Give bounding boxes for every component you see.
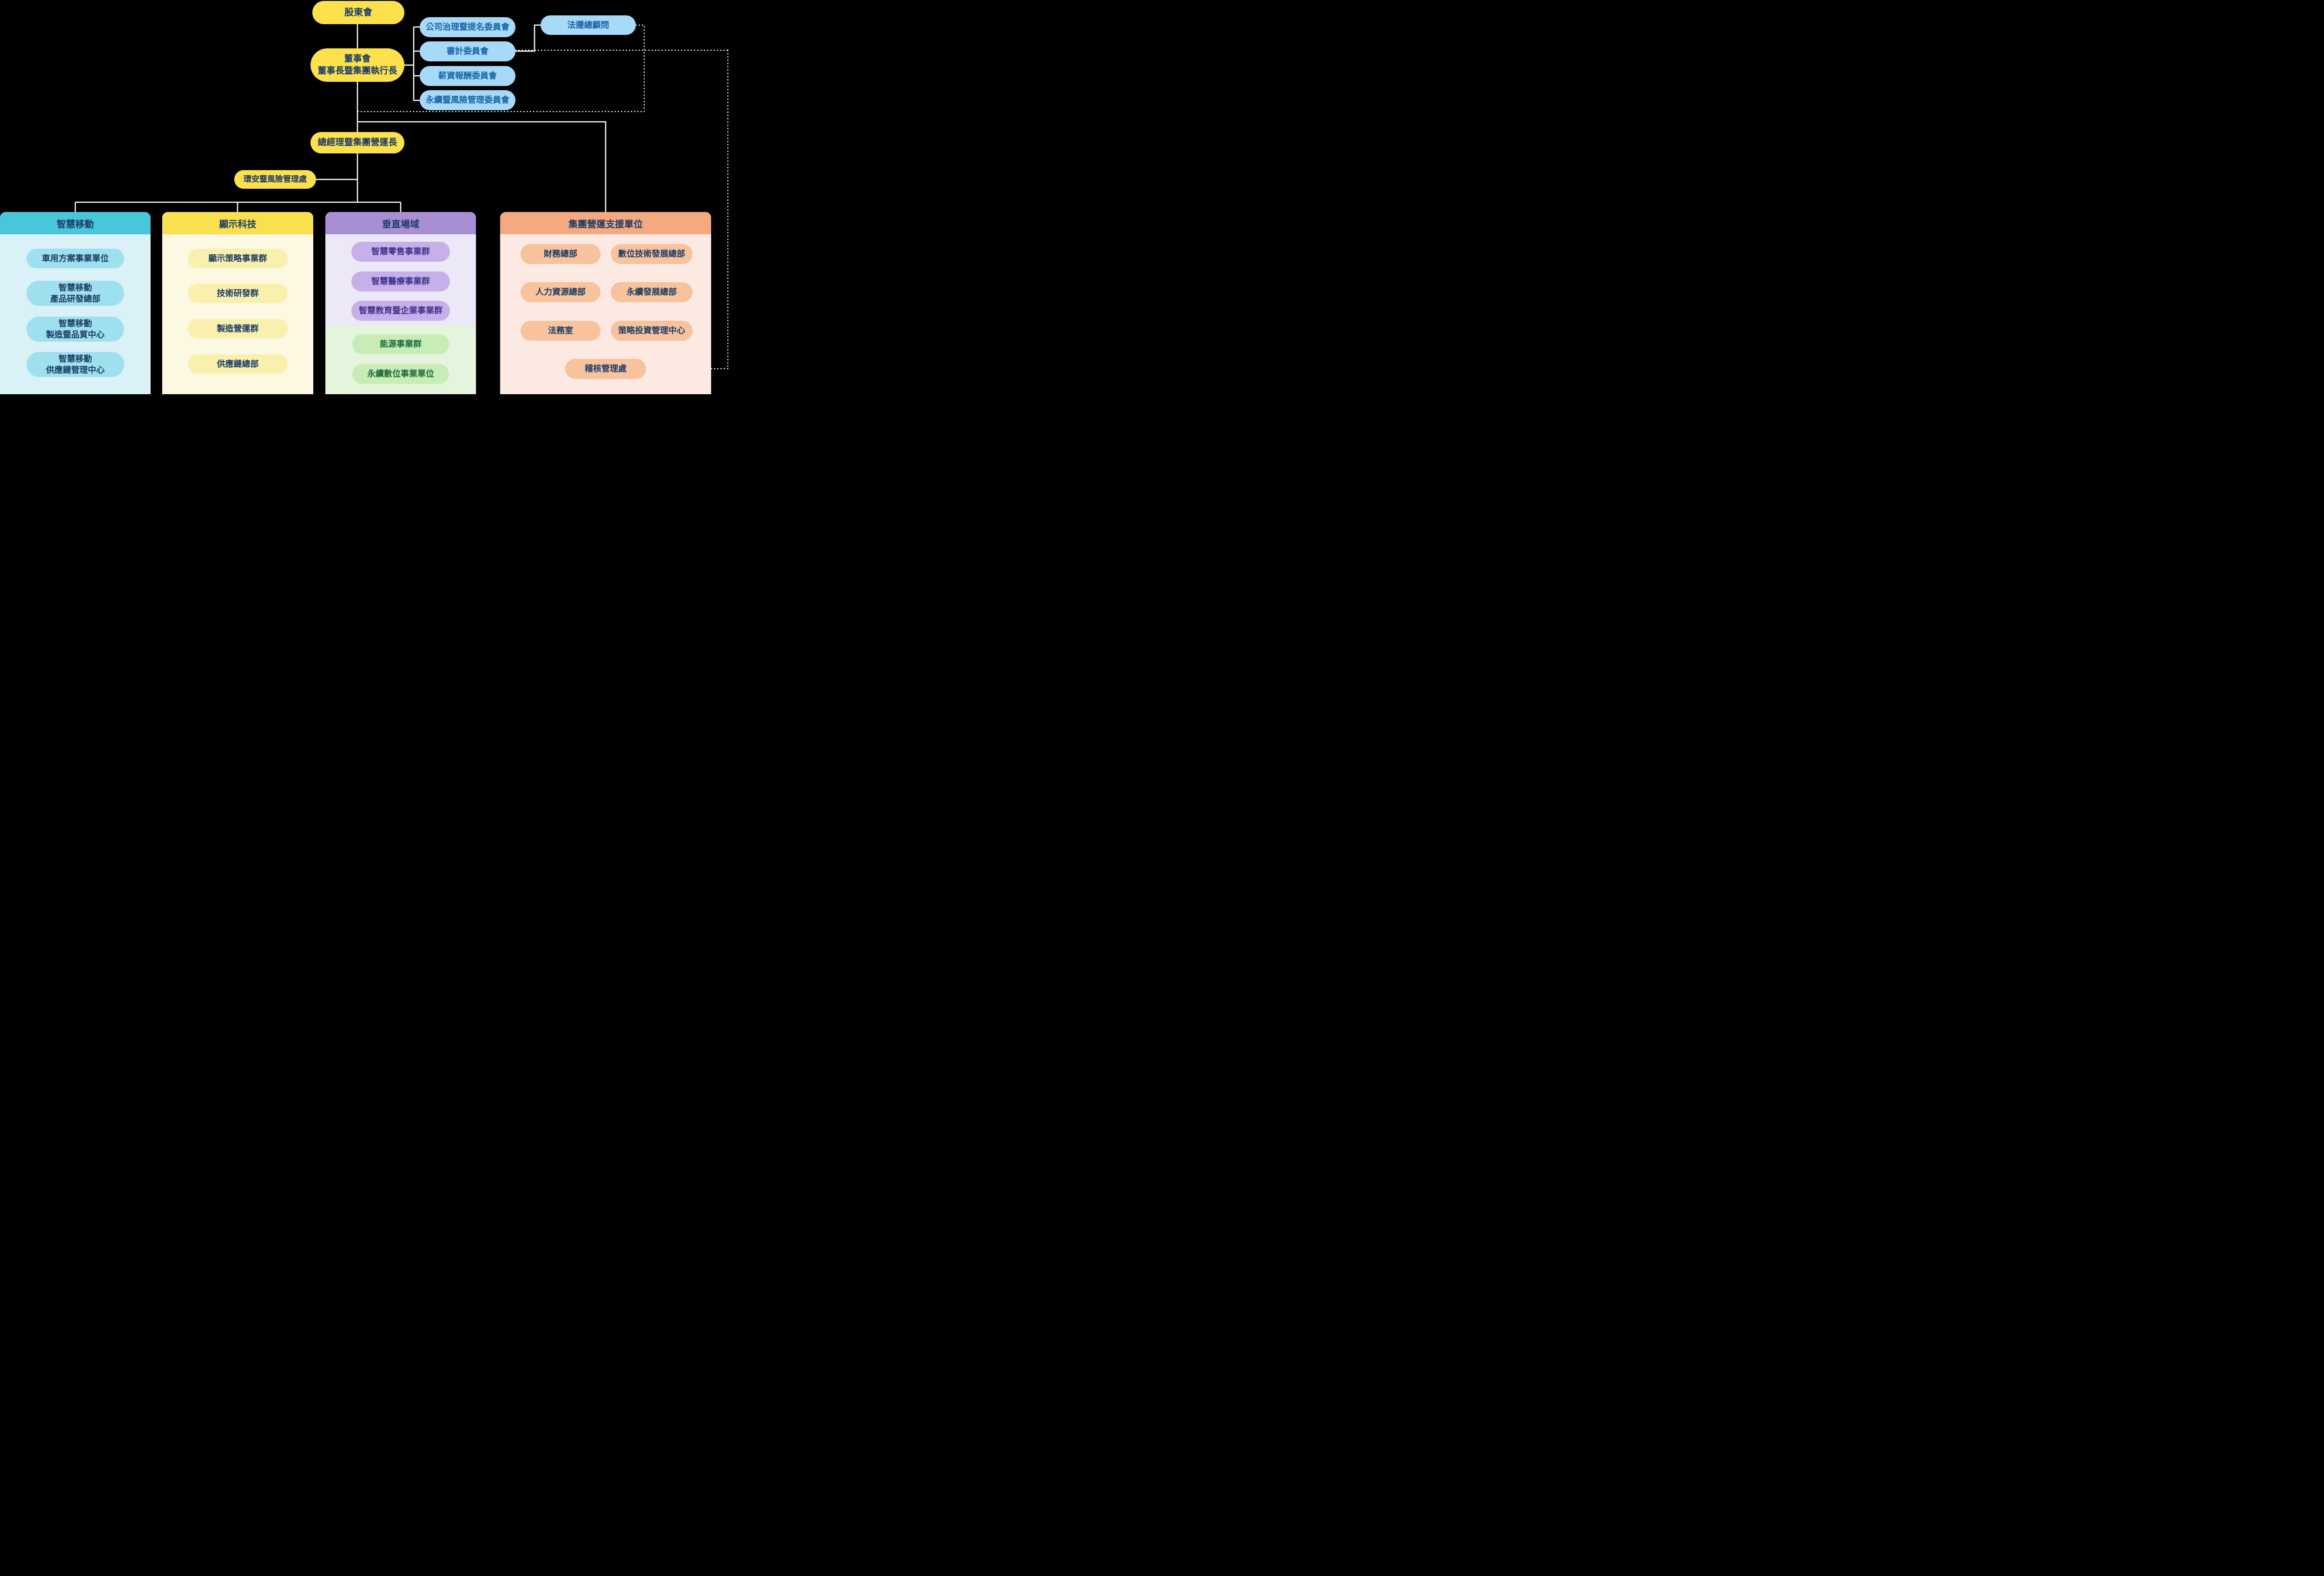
group-item: 智慧醫療事業群 bbox=[351, 271, 450, 291]
node-esh-risk-office: 環安暨風險管理處 bbox=[234, 170, 316, 189]
group-card-display-technology: 顯示科技 顯示策略事業群 技術研發群 製造營運群 供應鏈總部 bbox=[162, 212, 313, 394]
node-audit-management-office: 稽核管理處 bbox=[565, 359, 646, 379]
group-item: 數位技術發展總部 bbox=[611, 244, 693, 264]
node-committee-sustainability-risk: 永續暨風險管理委員會 bbox=[420, 90, 515, 110]
group-item: 人力資源總部 bbox=[521, 282, 601, 302]
group-header: 顯示科技 bbox=[162, 212, 313, 234]
group-item: 法務室 bbox=[521, 321, 601, 341]
node-president-coo: 總經理暨集團營運長 bbox=[310, 132, 404, 153]
group-card-smart-mobility: 智慧移動 車用方案事業單位 智慧移動 產品研發總部 智慧移動 製造暨品質中心 智… bbox=[0, 212, 151, 394]
group-item: 能源事業群 bbox=[352, 334, 449, 354]
group-item: 供應鏈總部 bbox=[188, 354, 288, 374]
node-committee-governance-nomination: 公司治理暨提名委員會 bbox=[420, 17, 515, 37]
group-item: 顯示策略事業群 bbox=[188, 249, 288, 268]
group-header: 智慧移動 bbox=[0, 212, 151, 234]
group-item: 製造營運群 bbox=[188, 319, 288, 338]
group-item: 財務總部 bbox=[521, 244, 601, 264]
group-header: 垂直場域 bbox=[325, 212, 476, 234]
org-chart-canvas: 股東會 董事會 董事長暨集團執行長 公司治理暨提名委員會 審計委員會 薪資報酬委… bbox=[0, 0, 732, 394]
group-item: 智慧移動 供應鏈管理中心 bbox=[26, 352, 124, 377]
group-header: 集團營運支援單位 bbox=[500, 212, 711, 234]
group-item: 技術研發群 bbox=[188, 284, 288, 303]
dotted-compliance-to-board-line bbox=[357, 24, 645, 113]
group-item: 智慧移動 製造暨品質中心 bbox=[26, 317, 124, 342]
node-shareholders-meeting: 股東會 bbox=[312, 1, 404, 24]
line-audit-to-compliance bbox=[515, 24, 541, 52]
line-president-to-groups bbox=[74, 153, 402, 213]
node-chief-compliance-advisor: 法遵總顧問 bbox=[541, 15, 636, 35]
group-item: 永續數位事業單位 bbox=[352, 364, 449, 384]
group-item: 智慧移動 產品研發總部 bbox=[26, 281, 124, 306]
node-board-of-directors: 董事會 董事長暨集團執行長 bbox=[310, 48, 404, 82]
group-card-support-units: 集團營運支援單位 財務總部 數位技術發展總部 人力資源總部 永續發展總部 法務室… bbox=[500, 212, 711, 394]
node-committee-compensation: 薪資報酬委員會 bbox=[420, 66, 515, 86]
group-item: 策略投資管理中心 bbox=[611, 321, 693, 341]
group-card-vertical-domains: 垂直場域 智慧零售事業群 智慧醫療事業群 智慧教育暨企業事業群 能源事業群 永續… bbox=[325, 212, 476, 394]
group-item: 永續發展總部 bbox=[611, 282, 693, 302]
group-item: 車用方案事業單位 bbox=[26, 249, 124, 268]
line-board-committees-bracket bbox=[404, 26, 420, 101]
connector-lines bbox=[74, 24, 729, 370]
line-support-units-branch bbox=[357, 121, 607, 213]
group-item: 智慧零售事業群 bbox=[351, 242, 450, 262]
node-committee-audit: 審計委員會 bbox=[420, 41, 515, 61]
group-item: 智慧教育暨企業事業群 bbox=[351, 301, 450, 321]
